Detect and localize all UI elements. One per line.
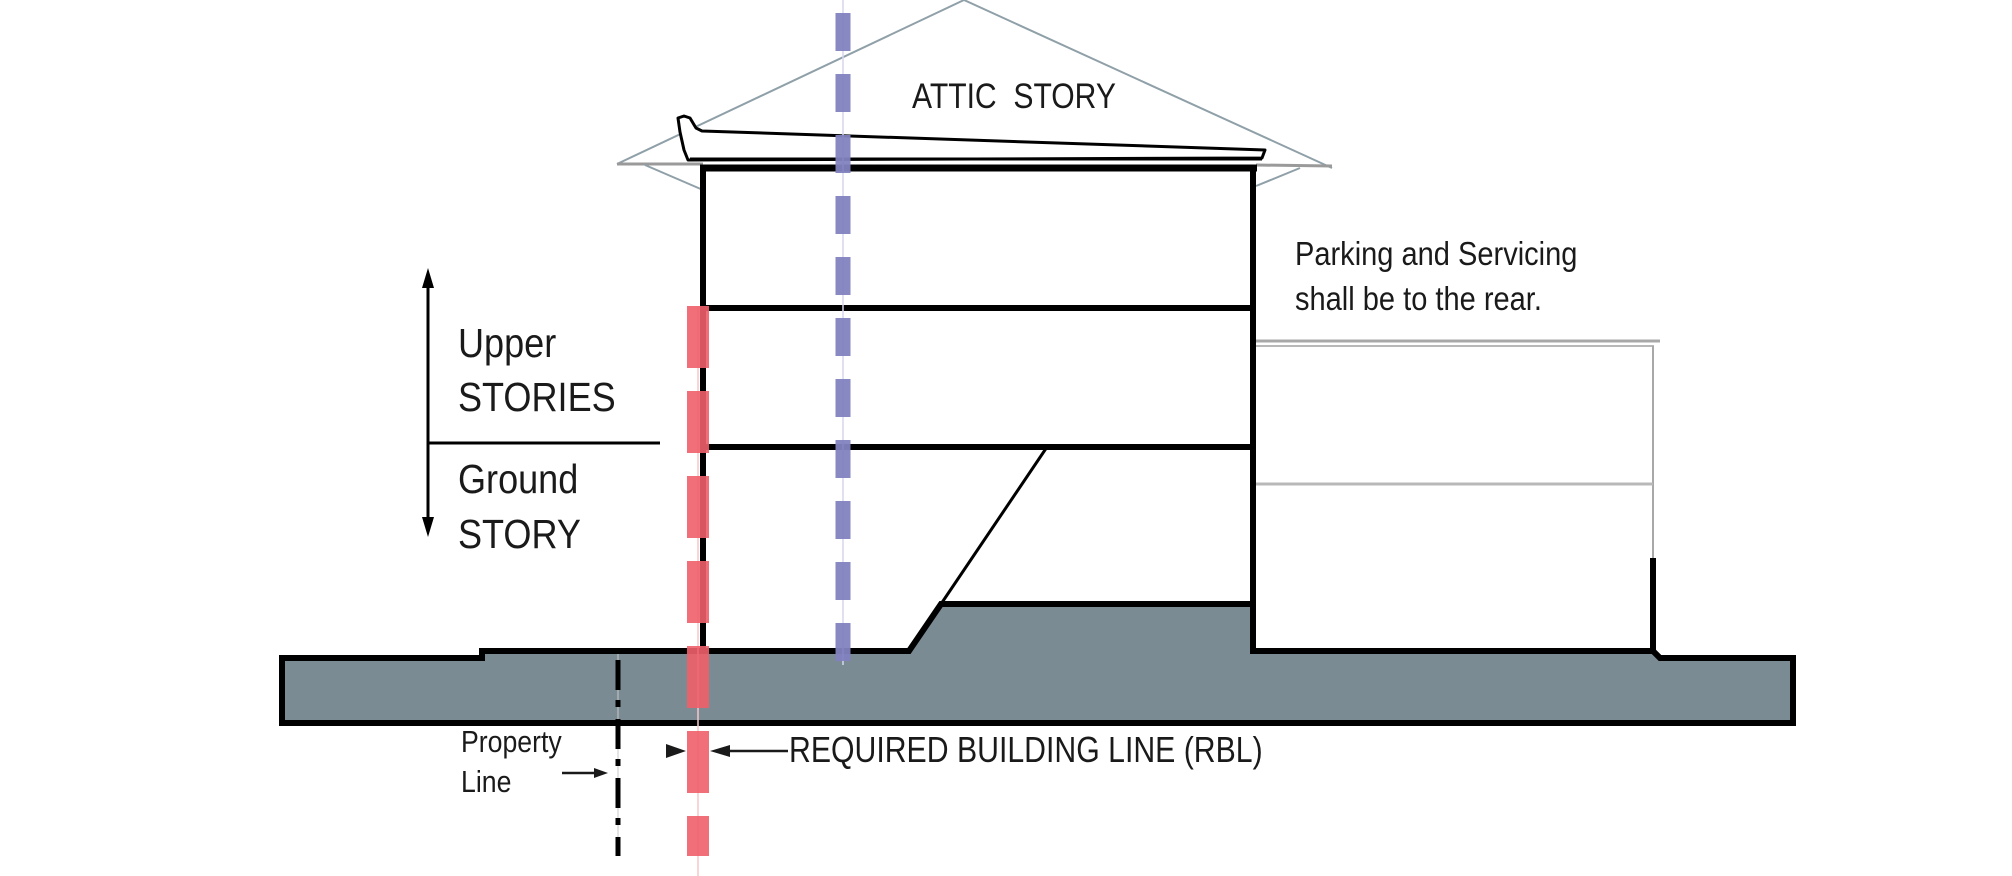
attic-story-label: ATTIC STORY: [912, 76, 1116, 116]
ground-story-label-line2: STORY: [458, 512, 581, 558]
right-eave-line: [1255, 163, 1333, 168]
arrow-down-icon: [422, 517, 434, 537]
required-building-line-label: REQUIRED BUILDING LINE (RBL): [789, 731, 1263, 771]
ramp-diagonal: [939, 446, 1049, 605]
rbl-arrow-right-icon: [666, 744, 686, 758]
property-line-label-line1: Property: [461, 725, 562, 759]
parapet-roof: [676, 114, 1267, 162]
rbl-arrow-left-icon: [710, 745, 730, 757]
arrow-up-icon: [422, 268, 434, 288]
right-eave-underside: [1255, 167, 1301, 187]
property-arrow-right-icon: [594, 768, 608, 778]
left-eave-underside: [644, 164, 704, 191]
parking-note-line2: shall be to the rear.: [1295, 280, 1542, 317]
ground-story-label-line1: Ground: [458, 457, 578, 503]
parking-note-line1: Parking and Servicing: [1295, 235, 1577, 272]
upper-stories-label-line1: Upper: [458, 321, 556, 367]
property-line-label-line2: Line: [461, 765, 511, 799]
attic-gable-outline: [616, 0, 1333, 169]
upper-stories-label-line2: STORIES: [458, 375, 616, 421]
ground-section: [279, 601, 1796, 726]
